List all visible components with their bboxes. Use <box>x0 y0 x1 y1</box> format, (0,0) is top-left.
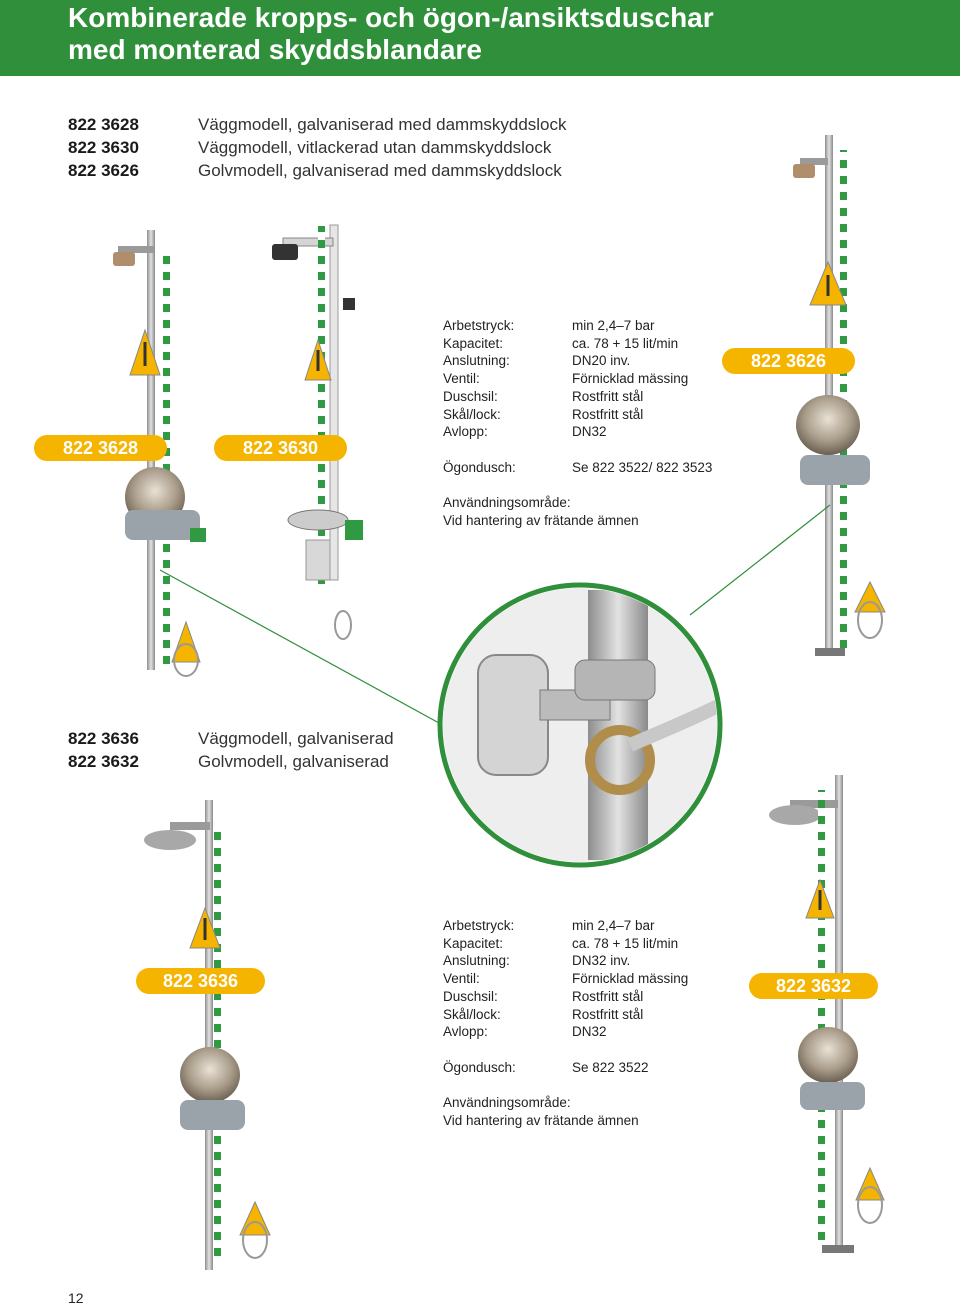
spec-value: ca. 78 + 15 lit/min <box>572 335 679 351</box>
spec-value: Rostfritt stål <box>572 406 644 422</box>
product-badge: 822 3632 <box>749 973 878 999</box>
eyewash-row: Ögondusch: Se 822 3522/ 822 3523 <box>443 459 712 477</box>
spec-value: Förnicklad mässing <box>572 371 689 387</box>
spec-row: Arbetstryck: min 2,4–7 bar <box>443 317 712 335</box>
spec-row: Kapacitet: ca. 78 + 15 lit/min <box>443 335 712 353</box>
product-row: 822 3636 Väggmodell, galvaniserad <box>68 727 394 750</box>
spec-value: Rostfritt stål <box>572 988 644 1004</box>
spec-key: Ventil: <box>443 371 480 387</box>
spec-key: Arbetstryck: <box>443 318 515 333</box>
product-code: 822 3630 <box>68 138 139 157</box>
shower-3626-illustration <box>793 135 886 656</box>
product-row: 822 3632 Golvmodell, galvaniserad <box>68 750 394 773</box>
spec-value: DN32 inv. <box>572 953 631 969</box>
spec-value: Se 822 3522 <box>572 1059 649 1075</box>
product-badge: 822 3628 <box>34 435 167 461</box>
product-description: Väggmodell, vitlackerad utan dammskyddsl… <box>198 138 552 157</box>
section1-specs: Arbetstryck: min 2,4–7 bar Kapacitet: ca. … <box>443 317 712 529</box>
spec-row: Arbetstryck: min 2,4–7 bar <box>443 917 688 935</box>
page-number: 12 <box>68 1290 84 1306</box>
spec-value: DN32 <box>572 1024 607 1040</box>
spec-key: Arbetstryck: <box>443 918 515 933</box>
spec-key: Kapacitet: <box>443 935 504 951</box>
spec-key: Kapacitet: <box>443 335 504 351</box>
eyewash-row: Ögondusch: Se 822 3522 <box>443 1059 688 1077</box>
spec-row: Duschsil: Rostfritt stål <box>443 388 712 406</box>
product-badge: 822 3636 <box>136 968 265 994</box>
spec-key: Anslutning: <box>443 353 510 369</box>
page-title: Kombinerade kropps- och ögon-/ansiktsdus… <box>68 2 714 66</box>
spec-value: min 2,4–7 bar <box>572 918 655 933</box>
page-title-line-1: Kombinerade kropps- och ögon-/ansiktsdus… <box>68 2 714 33</box>
product-code: 822 3628 <box>68 115 139 134</box>
spec-key: Duschsil: <box>443 388 498 404</box>
section1-product-list: 822 3628 Väggmodell, galvaniserad med da… <box>68 113 567 182</box>
spec-row: Anslutning: DN32 inv. <box>443 952 688 970</box>
spec-value: Rostfritt stål <box>572 1006 644 1022</box>
shower-3632-illustration <box>769 775 885 1253</box>
spec-key: Anslutning: <box>443 953 510 969</box>
spec-row: Avlopp: DN32 <box>443 423 712 441</box>
spec-value: Rostfritt stål <box>572 388 644 404</box>
product-row: 822 3628 Väggmodell, galvaniserad med da… <box>68 113 567 136</box>
spec-key: Ögondusch: <box>443 1059 516 1075</box>
valve-detail-zoom <box>437 582 723 868</box>
spec-value: DN32 <box>572 424 607 440</box>
spec-value: Förnicklad mässing <box>572 971 689 987</box>
product-row: 822 3626 Golvmodell, galvaniserad med da… <box>68 159 567 182</box>
shower-3636-illustration <box>144 800 271 1270</box>
spec-key: Duschsil: <box>443 988 498 1004</box>
product-code: 822 3626 <box>68 161 139 180</box>
usage-text: Vid hantering av frätande ämnen <box>443 1112 639 1128</box>
spec-key: Avlopp: <box>443 424 488 440</box>
product-row: 822 3630 Väggmodell, vitlackerad utan da… <box>68 136 567 159</box>
spec-row: Skål/lock: Rostfritt stål <box>443 406 712 424</box>
usage-label: Användningsområde: <box>443 495 571 510</box>
product-code: 822 3632 <box>68 752 139 771</box>
spec-row: Ventil: Förnicklad mässing <box>443 970 688 988</box>
spec-row: Anslutning: DN20 inv. <box>443 352 712 370</box>
spec-key: Skål/lock: <box>443 406 501 422</box>
spec-key: Ögondusch: <box>443 459 516 475</box>
shower-3630-illustration <box>272 224 363 640</box>
spec-key: Ventil: <box>443 971 480 987</box>
product-description: Väggmodell, galvaniserad <box>198 729 394 748</box>
spec-row: Kapacitet: ca. 78 + 15 lit/min <box>443 935 688 953</box>
spec-value: Se 822 3522/ 822 3523 <box>572 459 713 475</box>
page-title-line-2: med monterad skyddsblandare <box>68 34 482 65</box>
product-code: 822 3636 <box>68 729 139 748</box>
spec-value: DN20 inv. <box>572 353 631 369</box>
header-bar: Kombinerade kropps- och ögon-/ansiktsdus… <box>0 0 960 76</box>
usage-text: Vid hantering av frätande ämnen <box>443 512 639 528</box>
product-description: Väggmodell, galvaniserad med dammskyddsl… <box>198 115 567 134</box>
spec-row: Duschsil: Rostfritt stål <box>443 988 688 1006</box>
spec-value: min 2,4–7 bar <box>572 318 655 333</box>
product-description: Golvmodell, galvaniserad <box>198 752 389 771</box>
spec-row: Skål/lock: Rostfritt stål <box>443 1006 688 1024</box>
product-badge: 822 3630 <box>214 435 347 461</box>
section2-specs: Arbetstryck: min 2,4–7 bar Kapacitet: ca. … <box>443 917 688 1129</box>
spec-key: Skål/lock: <box>443 1006 501 1022</box>
spec-row: Avlopp: DN32 <box>443 1023 688 1041</box>
product-badge: 822 3626 <box>722 348 855 374</box>
spec-key: Avlopp: <box>443 1024 488 1040</box>
usage-label: Användningsområde: <box>443 1095 571 1110</box>
section2-product-list: 822 3636 Väggmodell, galvaniserad 822 36… <box>68 727 394 773</box>
spec-row: Ventil: Förnicklad mässing <box>443 370 712 388</box>
spec-value: ca. 78 + 15 lit/min <box>572 935 679 951</box>
product-description: Golvmodell, galvaniserad med dammskyddsl… <box>198 161 562 180</box>
